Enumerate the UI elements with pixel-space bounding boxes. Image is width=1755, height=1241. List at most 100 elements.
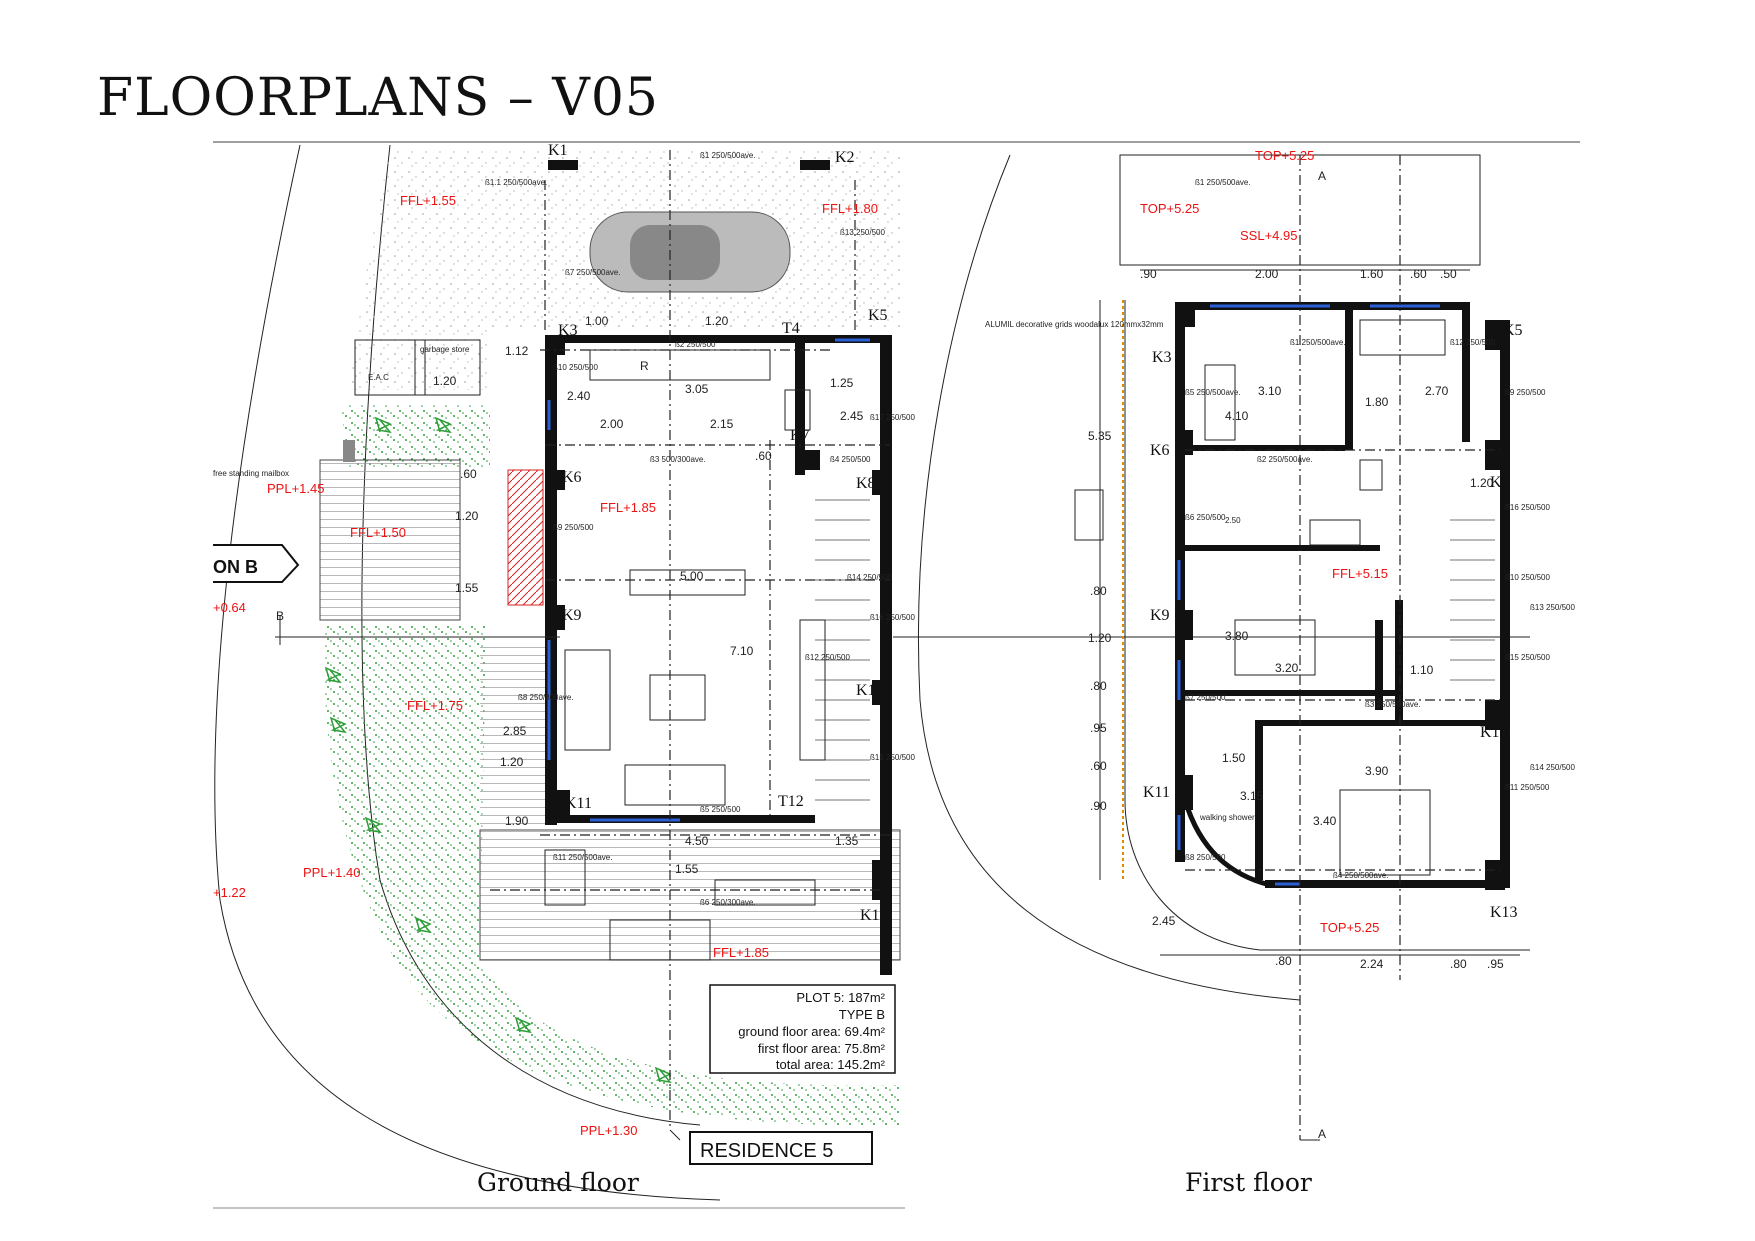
ff-dim-0-80-a: .80 bbox=[1275, 954, 1292, 968]
first-labels: K3 K5 K6 K8 K9 K10 K11 K13 TOP+5.25 TOP+… bbox=[985, 148, 1575, 1141]
beam-b8: ß8 250/800ave. bbox=[518, 693, 574, 702]
side-deck bbox=[480, 640, 550, 830]
ff-balcony-outline bbox=[1124, 300, 1530, 951]
dim-1-20: 1.20 bbox=[705, 314, 729, 328]
entry-hatch bbox=[507, 469, 544, 606]
plot-info-box bbox=[709, 984, 896, 1074]
ff-south-wall bbox=[1265, 880, 1510, 888]
ff-dim-5-35: 5.35 bbox=[1088, 429, 1112, 443]
kitchen-counter bbox=[589, 349, 771, 381]
ff-dim-0-50: .50 bbox=[1440, 267, 1457, 281]
ff-roof-edge bbox=[1119, 154, 1481, 266]
col-k9: K9 bbox=[562, 607, 582, 624]
ground-north-wall bbox=[545, 335, 890, 343]
col-k10: K10 bbox=[856, 682, 884, 699]
dim-1-35: 1.35 bbox=[835, 834, 859, 848]
ff-dim-2-24: 2.24 bbox=[1360, 957, 1384, 971]
ff-level-top-5-25-a: TOP+5.25 bbox=[1255, 148, 1314, 163]
ff-level-top-5-25-b: TOP+5.25 bbox=[1140, 201, 1199, 216]
ff-dim-0-95-b: .95 bbox=[1090, 721, 1107, 735]
ff-dim-0-80-b: .80 bbox=[1450, 957, 1467, 971]
level-ffl-1-75: FFL+1.75 bbox=[407, 698, 463, 713]
ground-floor-plan bbox=[214, 144, 1530, 1201]
ff-dim-1-20-b: 1.20 bbox=[1088, 631, 1112, 645]
page-title: FLOORPLANS – V05 bbox=[97, 68, 659, 128]
level-ffl-1-55: FFL+1.55 bbox=[400, 193, 456, 208]
note-eac: E.A.C bbox=[368, 373, 389, 382]
beam-b2: ß2 250/500 bbox=[675, 340, 716, 349]
dim-1-20-steps: 1.20 bbox=[455, 509, 479, 523]
dim-2-85: 2.85 bbox=[503, 724, 527, 738]
ff-bed-2 bbox=[1234, 619, 1316, 676]
beam-b5: ß5 250/500 bbox=[700, 805, 741, 814]
ff-level-ssl-4-95: SSL+4.95 bbox=[1240, 228, 1297, 243]
dim-5-00: 5.00 bbox=[680, 569, 704, 583]
ff-col-k9: K9 bbox=[1150, 607, 1170, 624]
ff-bed-1 bbox=[1204, 364, 1236, 441]
ff-dim-3-10: 3.10 bbox=[1258, 384, 1282, 398]
ff-site-boundary bbox=[918, 154, 1301, 1001]
level-1-22: +1.22 bbox=[213, 885, 246, 900]
beam-b15: ß15 250/500 bbox=[870, 753, 915, 762]
ff-dim-2-70: 2.70 bbox=[1425, 384, 1449, 398]
ff-east-wall bbox=[1500, 320, 1510, 880]
ff-beam-b9: ß9 250/500 bbox=[1505, 388, 1546, 397]
outdoor-table bbox=[714, 879, 816, 906]
col-k11: K11 bbox=[565, 795, 592, 812]
dim-1-90: 1.90 bbox=[505, 814, 529, 828]
eac-box bbox=[354, 339, 426, 396]
ground-labels: K1 K2 K3 T4 K5 K6 K7 K8 K9 K10 K11 T12 K… bbox=[213, 142, 915, 1165]
ff-beam-b11: ß11 250/500 bbox=[1505, 783, 1550, 792]
level-ffl-1-85-terrace: FFL+1.85 bbox=[713, 945, 769, 960]
ff-dim-1-60: 1.60 bbox=[1360, 267, 1384, 281]
level-ppl-1-45: PPL+1.45 bbox=[267, 481, 324, 496]
ff-col-k8: K8 bbox=[1490, 474, 1510, 491]
mailbox bbox=[343, 440, 355, 462]
ff-beam-b7: ß7 250/500 bbox=[1185, 693, 1226, 702]
ff-col-k3: K3 bbox=[1152, 349, 1172, 366]
ff-beam-b14: ß14 250/500 bbox=[1530, 763, 1575, 772]
ff-beam-b12: ß12 250/500 bbox=[1450, 338, 1495, 347]
outdoor-bench bbox=[544, 849, 586, 906]
ff-level-top-5-25-c: TOP+5.25 bbox=[1320, 920, 1379, 935]
ground-kitchen-wall bbox=[795, 335, 805, 475]
ff-dim-0-95-a: .95 bbox=[1487, 957, 1504, 971]
beam-b11: ß11 250/500ave. bbox=[553, 853, 612, 862]
ff-dim-1-20: 1.20 bbox=[1470, 476, 1494, 490]
level-ffl-1-85-interior: FFL+1.85 bbox=[600, 500, 656, 515]
coffee-table bbox=[649, 674, 706, 721]
garbage-store bbox=[414, 339, 481, 396]
beam-b6: ß6 250/300ave. bbox=[700, 898, 756, 907]
level-0-64: +0.64 bbox=[213, 600, 246, 615]
ff-bathtub bbox=[1359, 319, 1446, 356]
ff-beam-b13: ß13 250/500 bbox=[1530, 603, 1575, 612]
beam-b10: ß10 250/500 bbox=[553, 363, 598, 372]
section-b-label: ON B bbox=[213, 557, 258, 577]
dim-1-55: 1.55 bbox=[675, 862, 699, 876]
info-ground-area: ground floor area: 69.4m² bbox=[738, 1024, 885, 1039]
col-k1: K1 bbox=[548, 142, 568, 159]
col-k13: K13 bbox=[860, 907, 888, 924]
dim-1-55-steps: 1.55 bbox=[455, 581, 479, 595]
ff-beam-b10: ß10 250/500 bbox=[1505, 573, 1550, 582]
ff-col-k10: K10 bbox=[1480, 724, 1508, 741]
ff-dim-1-80: 1.80 bbox=[1365, 395, 1389, 409]
dim-1-20-garbage: 1.20 bbox=[433, 374, 457, 388]
residence-box bbox=[689, 1131, 873, 1165]
info-first-area: first floor area: 75.8m² bbox=[758, 1041, 886, 1056]
residence-label: RESIDENCE 5 bbox=[700, 1140, 833, 1162]
level-ppl-1-30: PPL+1.30 bbox=[580, 1123, 637, 1138]
armchairs bbox=[624, 764, 726, 806]
ff-note-2-50: 2.50 bbox=[1225, 516, 1241, 525]
ff-dim-0-90: .90 bbox=[1140, 267, 1157, 281]
beam-b14: ß14 250/500 bbox=[847, 573, 892, 582]
sofa bbox=[564, 649, 611, 751]
note-fridge: R bbox=[640, 359, 649, 373]
ff-beam-b1-a: ß1 250/500ave. bbox=[1195, 178, 1251, 187]
dim-2-15: 2.15 bbox=[710, 417, 734, 431]
beam-b9: ß9 250/500 bbox=[553, 523, 594, 532]
dim-1-12: 1.12 bbox=[505, 344, 529, 358]
level-ppl-1-40: PPL+1.40 bbox=[303, 865, 360, 880]
ff-dim-0-60: .60 bbox=[1410, 267, 1427, 281]
